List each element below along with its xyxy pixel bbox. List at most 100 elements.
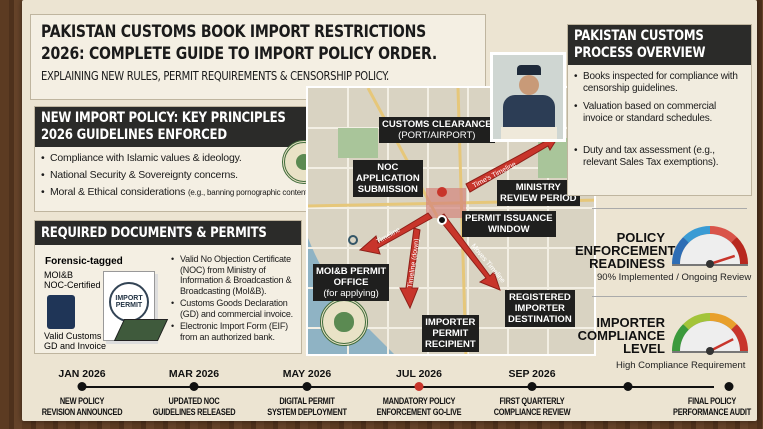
principle-text: Moral & Ethical considerations xyxy=(50,186,186,198)
customs-seal-icon xyxy=(320,298,368,346)
overview-header: PAKISTAN CUSTOMS PROCESS OVERVIEW xyxy=(568,25,751,65)
gauge-title-line: ENFORCEMENT xyxy=(575,243,676,258)
label-line: OFFICE xyxy=(333,277,369,288)
label-line: NOC xyxy=(377,162,399,173)
overview-header-line: PAKISTAN CUSTOMS xyxy=(574,28,704,44)
moib-label-line: NOC-Certified xyxy=(44,280,101,290)
gauge-band xyxy=(672,237,689,265)
documents-header-bar: REQUIRED DOCUMENTS & PERMITS xyxy=(35,221,301,245)
arrow-destination xyxy=(437,213,501,291)
overview-card: PAKISTAN CUSTOMS PROCESS OVERVIEW Books … xyxy=(567,24,752,196)
officer-book xyxy=(501,127,557,139)
book-icon xyxy=(113,319,169,341)
label-line: MINISTRY xyxy=(515,182,561,193)
timeline-label-line: NEW POLICY xyxy=(59,396,105,406)
label-line: REGISTERED xyxy=(508,292,571,303)
passport-icon xyxy=(47,295,75,329)
timeline-date: JAN 2026 xyxy=(58,368,106,380)
principle-item: Moral & Ethical considerations (e.g., ba… xyxy=(41,186,327,199)
timeline-dot xyxy=(189,382,199,391)
timeline-label-line: COMPLIANCE REVIEW xyxy=(493,407,571,417)
timeline-date: MAR 2026 xyxy=(168,368,220,380)
arrow-moib xyxy=(358,212,433,255)
gauge-title-line: COMPLIANCE xyxy=(577,328,665,343)
documents-card: REQUIRED DOCUMENTS & PERMITS Forensic-ta… xyxy=(34,220,302,354)
timeline-line xyxy=(80,386,714,388)
gauge-title-line: IMPORTER xyxy=(596,315,665,330)
label-line: PERMIT xyxy=(432,328,469,339)
document-item: Electronic Import Form (EIF) from an aut… xyxy=(171,321,301,342)
gauge-title-line: LEVEL xyxy=(623,341,665,356)
divider xyxy=(592,208,747,209)
overview-item: Books inspected for compliance with cens… xyxy=(574,71,745,95)
gauge-hub xyxy=(706,347,714,355)
label-line: DESTINATION xyxy=(508,314,572,325)
customs-label-line: Valid Customs xyxy=(44,331,102,341)
overview-item: Valuation based on commercial invoice or… xyxy=(574,101,745,125)
title-box: PAKISTAN CUSTOMS BOOK IMPORT RESTRICTION… xyxy=(30,14,486,100)
gauge-needle xyxy=(709,338,734,353)
timeline-dot xyxy=(527,382,537,391)
gauge-band xyxy=(709,226,737,243)
principle-note: (e.g., banning pornographic content). xyxy=(187,188,312,197)
label-line: SUBMISSION xyxy=(357,184,418,195)
timeline-dot xyxy=(77,382,87,391)
timeline-date: MAY 2026 xyxy=(282,368,332,380)
map-pin-icon xyxy=(437,215,447,225)
timeline-label-line: ENFORCEMENT GO-LIVE xyxy=(376,407,462,417)
timeline-label-line: DIGITAL PERMIT xyxy=(279,396,335,406)
page-subtitle: EXPLAINING NEW RULES, PERMIT REQUIREMENT… xyxy=(41,68,389,83)
document-item: Valid No Objection Certificate (NOC) fro… xyxy=(171,254,301,296)
gauge-caption-readiness: 90% Implemented / Ongoing Review xyxy=(597,272,752,283)
principle-item: Compliance with Islamic values & ideolog… xyxy=(41,152,327,164)
timeline-label-line: UPDATED NOC xyxy=(168,396,220,406)
label-line: REVIEW PERIOD xyxy=(500,193,577,204)
page-title-line-2: 2026: COMPLETE GUIDE TO IMPORT POLICY OR… xyxy=(41,44,437,63)
gauge-band xyxy=(683,226,711,243)
label-line: MOI&B PERMIT xyxy=(316,266,387,277)
label-line: PERMIT ISSUANCE xyxy=(465,213,553,224)
gauge-title-line: READINESS xyxy=(589,256,665,271)
officer-uniform xyxy=(503,95,555,129)
map-label-customs-clearance: CUSTOMS CLEARANCE(PORT/AIRPORT) xyxy=(379,117,495,143)
label-line: IMPORTER xyxy=(425,317,476,328)
arrow-recipient xyxy=(399,227,421,310)
gauge-band xyxy=(683,313,711,330)
principles-header-line-1: NEW IMPORT POLICY: KEY PRINCIPLES xyxy=(41,110,286,126)
map-pin-icon xyxy=(348,235,358,245)
principles-header-line-2: 2026 GUIDELINES ENFORCED xyxy=(41,127,227,143)
documents-header: REQUIRED DOCUMENTS & PERMITS xyxy=(41,225,267,241)
principles-list: Compliance with Islamic values & ideolog… xyxy=(35,147,333,204)
gauge-band xyxy=(731,324,748,352)
gauge-band xyxy=(672,324,689,352)
principles-card: NEW IMPORT POLICY: KEY PRINCIPLES 2026 G… xyxy=(34,106,334,212)
timeline-dot xyxy=(623,382,633,391)
forensic-label: Forensic-tagged xyxy=(45,256,123,267)
timeline-label-line: PERFORMANCE AUDIT xyxy=(673,407,751,417)
timeline-date: SEP 2026 xyxy=(508,368,556,380)
documents-list: Valid No Objection Certificate (NOC) fro… xyxy=(171,254,301,342)
gauge-readiness xyxy=(672,226,748,268)
timeline-dot xyxy=(414,382,424,391)
officer-cap xyxy=(517,65,541,75)
gauge-needle xyxy=(709,254,736,266)
gauge-band xyxy=(709,313,737,330)
stamp-line: IMPORT xyxy=(115,295,143,302)
gauge-caption-compliance: High Compliance Requirement xyxy=(616,360,746,371)
